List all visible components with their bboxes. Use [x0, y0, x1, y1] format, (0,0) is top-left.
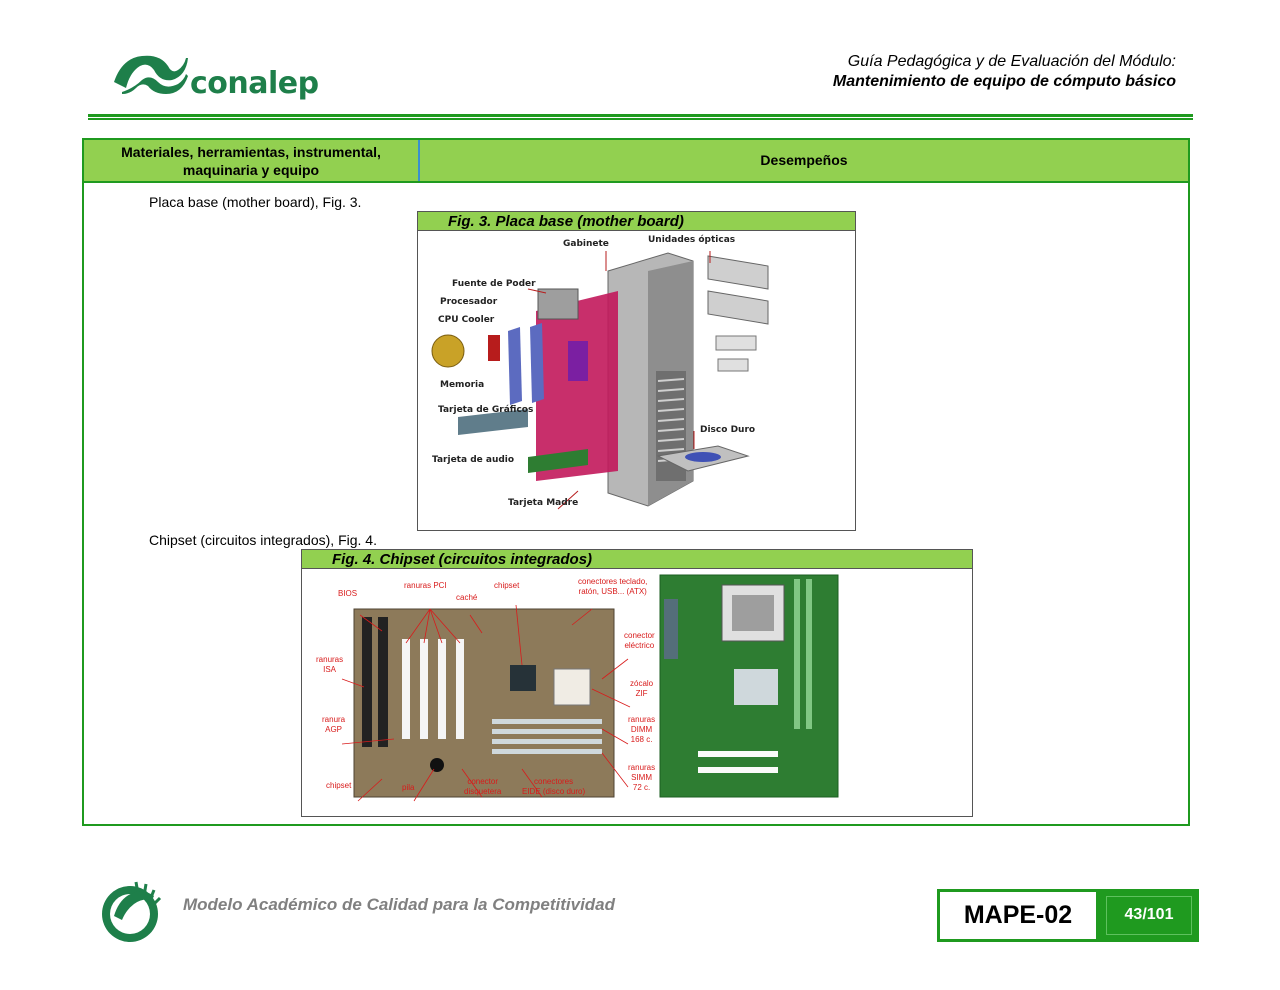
figure-motherboard: Fig. 3. Placa base (mother board)	[417, 211, 856, 531]
figure-caption: Fig. 4. Chipset (circuitos integrados)	[302, 550, 972, 569]
content-table	[82, 138, 1190, 826]
modelo-academico-logo	[102, 881, 162, 942]
label-ranuras-dimm: ranuras DIMM 168 c.	[628, 715, 656, 744]
label-chipset-bottom: chipset	[326, 781, 352, 790]
table-header-row	[84, 140, 1188, 183]
conalep-logo	[114, 55, 188, 94]
label-unidades-opticas: Unidades ópticas	[648, 235, 736, 245]
label-zocalo-zif: zócalo ZIF	[630, 679, 654, 698]
page-number: 43/101	[1106, 896, 1192, 935]
figure-caption: Fig. 3. Placa base (mother board)	[418, 212, 855, 231]
label-conectores-teclado: conectores teclado, ratón, USB... (ATX)	[578, 577, 648, 596]
label-tarjeta-audio: Tarjeta de audio	[432, 455, 515, 465]
label-conectores-eide: conectores EIDE (disco duro)	[522, 777, 586, 796]
label-procesador: Procesador	[440, 297, 498, 307]
header-rule-thin	[88, 118, 1193, 120]
table-header-materials-line2: maquinaria y equipo	[182, 162, 320, 178]
module-name: Mantenimiento de equipo de cómputo básic…	[832, 73, 1176, 90]
label-tarjeta-madre: Tarjeta Madre	[508, 498, 579, 508]
label-disco-duro: Disco Duro	[700, 425, 756, 435]
label-fuente-de-poder: Fuente de Poder	[452, 279, 536, 289]
label-pila: pila	[402, 783, 415, 792]
label-gabinete: Gabinete	[563, 239, 609, 249]
table-header-performance: Desempeños	[760, 152, 848, 168]
label-ranuras-pci: ranuras PCI	[404, 581, 447, 590]
label-cache: caché	[456, 593, 478, 602]
header-rule	[88, 114, 1193, 117]
chipset-diagrams: BIOS ranuras PCI caché chipset conectore…	[302, 569, 972, 816]
conalep-logo-text: conalep	[190, 66, 319, 101]
document-code: MAPE-02	[937, 889, 1099, 942]
label-conector-disquetera: conector disquetera	[464, 777, 502, 796]
label-tarjeta-graficos: Tarjeta de Gráficos	[438, 405, 534, 415]
label-memoria: Memoria	[440, 380, 485, 390]
pc-exploded-illustration	[431, 251, 769, 510]
page-number-box: 43/101	[1099, 889, 1199, 942]
label-cpu-cooler: CPU Cooler	[438, 315, 495, 325]
label-ranura-agp: ranura AGP	[322, 715, 346, 734]
table-header-materials-line1: Materiales, herramientas, instrumental,	[121, 144, 381, 160]
motherboard-illustrations	[341, 574, 839, 802]
label-bios: BIOS	[338, 589, 358, 598]
pc-exploded-diagram: Gabinete Unidades ópticas Fuente de Pode…	[418, 231, 855, 530]
label-chipset-top: chipset	[494, 581, 520, 590]
label-conector-electrico: conector eléctrico	[624, 631, 655, 650]
footer-tagline: Modelo Académico de Calidad para la Comp…	[183, 895, 616, 914]
table-header-materials: Materiales, herramientas, instrumental, …	[84, 140, 420, 181]
module-guide-title: Guía Pedagógica y de Evaluación del Módu…	[847, 53, 1176, 70]
figure-chipset: Fig. 4. Chipset (circuitos integrados)	[301, 549, 973, 817]
list-item: Chipset (circuitos integrados), Fig. 4.	[149, 532, 377, 548]
label-ranuras-simm: ranuras SIMM 72 c.	[628, 763, 656, 792]
label-ranuras-isa: ranuras ISA	[316, 655, 344, 674]
list-item: Placa base (mother board), Fig. 3.	[149, 194, 362, 210]
